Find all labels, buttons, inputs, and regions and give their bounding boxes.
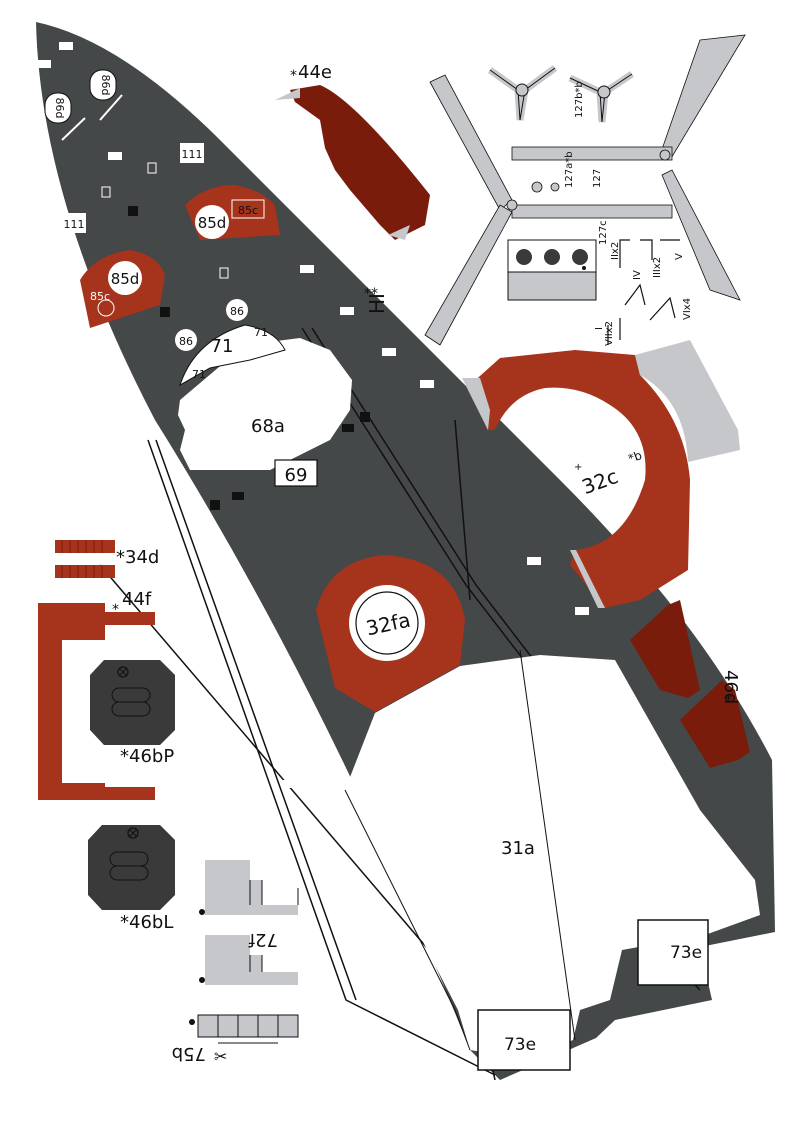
label-127: 127 — [592, 169, 603, 188]
antenna-arms — [424, 34, 746, 346]
turret-plate-lower: 85d 85c — [80, 250, 165, 328]
label-32c-sup: *b — [626, 448, 644, 466]
label-VIx4: VIx4 — [682, 298, 693, 320]
part-44e: * 44e — [275, 62, 430, 240]
label-44e: 44e — [298, 62, 332, 83]
label-V: V — [674, 253, 685, 260]
glue-marks — [189, 266, 586, 1025]
part-46d: * 46d — [630, 600, 750, 768]
panel-73e-left: 73e — [477, 1009, 571, 1071]
label-127b: 127b*b — [574, 81, 585, 118]
part-46bL: *46bL — [88, 825, 175, 933]
barbette-inner-ring — [355, 591, 419, 655]
part-71-fan — [179, 324, 286, 387]
label-127c: 127c — [598, 220, 609, 245]
label-46bL: *46bL — [120, 912, 173, 933]
roman-parts — [607, 239, 680, 345]
bow-piece-86d-2: 86d — [89, 69, 123, 121]
main-deck: 32fa 31a 73e 73e 68a 69 71 71 71 86 86 — [36, 22, 775, 1081]
label-46d-star: * — [725, 693, 732, 709]
part-75b: 75b ✂ — [172, 1014, 299, 1066]
label-44f: 44f — [122, 589, 152, 610]
deck-cutout-31a — [345, 655, 760, 1060]
bow-piece-86d-1: 86d — [44, 92, 86, 141]
svg-text:86d: 86d — [99, 75, 112, 96]
label-hi-stars: ** — [364, 286, 378, 302]
part-46bP: *46bP — [90, 660, 175, 767]
part-127c-panel — [507, 239, 597, 301]
tripod-2 — [568, 71, 634, 123]
label-IV: IV — [632, 270, 643, 280]
tripod-1 — [487, 65, 558, 121]
label-69: 69 — [285, 465, 308, 486]
svg-text:85d: 85d — [198, 214, 227, 232]
label-34d: *34d — [116, 547, 159, 568]
svg-text:85d: 85d — [111, 270, 140, 288]
label-86-1: 86 — [179, 335, 193, 348]
svg-text:86d: 86d — [53, 98, 66, 119]
label-71-right: 71 — [254, 326, 268, 339]
label-32c-mark: + — [574, 462, 582, 473]
label-72f: 72f — [248, 929, 278, 950]
label-46d: 46d — [720, 670, 741, 704]
svg-text:85c: 85c — [90, 290, 110, 303]
label-I: I — [594, 327, 605, 330]
label-46bP: *46bP — [120, 746, 174, 767]
label-box-69 — [274, 459, 318, 487]
label-VIIx2: VIIx2 — [604, 321, 615, 346]
label-IIx2: IIx2 — [610, 242, 621, 260]
part-44f: * 44f — [38, 589, 155, 800]
deck-fittings — [37, 42, 589, 788]
label-111-2: 111 — [182, 148, 203, 161]
svg-text:73e: 73e — [504, 1035, 536, 1055]
svg-text:85c: 85c — [238, 204, 258, 217]
panel-73e-right: 73e — [637, 919, 709, 986]
label-111-1: 111 — [64, 218, 85, 231]
label-44f-star: * — [112, 602, 119, 618]
part-32c: 32c *b + — [462, 340, 740, 608]
svg-text:73e: 73e — [670, 943, 702, 963]
label-31a: 31a — [501, 838, 535, 859]
label-68a: 68a — [251, 416, 285, 437]
part-127-group: 127b*b 127a*b 127 127c — [424, 34, 746, 346]
label-44e-star: * — [290, 68, 297, 84]
label-71-main: 71 — [211, 336, 234, 357]
label-hi: HI — [365, 293, 389, 314]
turret-plate-upper: 85d 85c — [185, 185, 280, 240]
part-34d: *34d — [55, 540, 159, 578]
barbette-white-ring — [349, 585, 425, 661]
label-71-left: 71 — [192, 368, 206, 381]
label-86-2: 86 — [230, 305, 244, 318]
part-72f: 72f — [205, 860, 299, 985]
label-IIIx2: IIIx2 — [652, 257, 663, 278]
label-75b: 75b — [172, 1043, 206, 1064]
deck-cutout-68a — [178, 338, 352, 470]
scissors-icon: ✂ — [214, 1047, 227, 1066]
label-127a: 127a*b — [564, 151, 575, 188]
